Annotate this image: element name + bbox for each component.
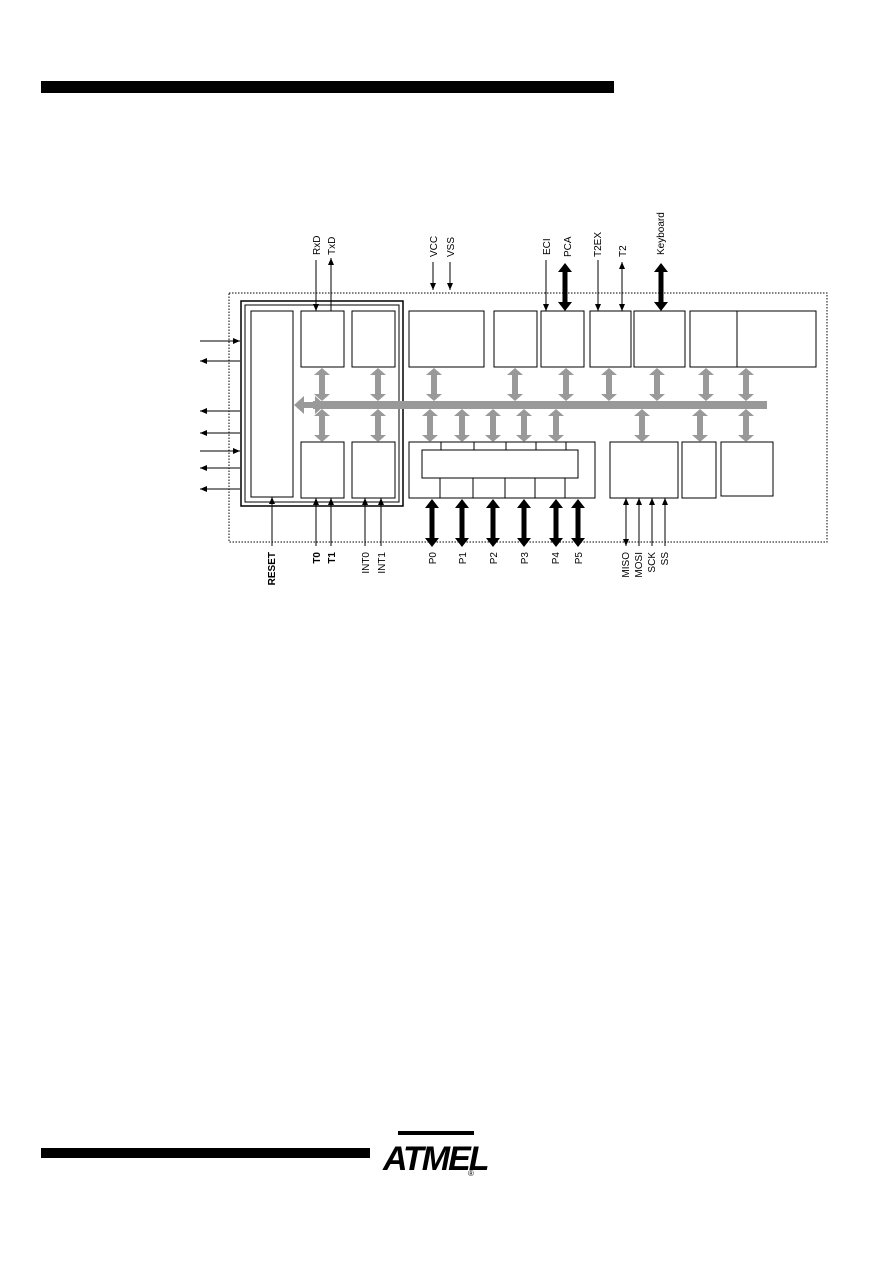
spi-block bbox=[609, 441, 679, 499]
label-vcc: VCC bbox=[429, 236, 440, 257]
label-t2: T2 bbox=[618, 245, 629, 257]
block-bottom-6 bbox=[681, 441, 717, 499]
thick-bus-arrow bbox=[654, 263, 668, 311]
label-p3: P3 bbox=[520, 552, 531, 565]
internal-bus bbox=[294, 396, 767, 414]
bus-connector bbox=[314, 368, 330, 401]
label-reset: RESET bbox=[267, 552, 278, 585]
bottom-signal-arrows bbox=[269, 497, 668, 546]
bus-connectors bbox=[314, 368, 754, 442]
bus-connector bbox=[548, 409, 564, 442]
label-p4: P4 bbox=[551, 552, 562, 565]
left-signal-arrows bbox=[200, 338, 240, 492]
timers-block bbox=[300, 441, 345, 499]
bus-connector bbox=[692, 409, 708, 442]
bottom-labels: RESET T0 T1 INT0 INT1 P0 P1 P2 P3 P4 P5 … bbox=[267, 552, 671, 586]
block-top-9 bbox=[736, 310, 817, 368]
block-bottom-7 bbox=[720, 441, 774, 497]
interrupt-block bbox=[351, 441, 396, 499]
header-rule bbox=[41, 81, 614, 93]
bus-connector bbox=[426, 368, 442, 401]
bus-connector bbox=[634, 409, 650, 442]
thick-bus-arrow bbox=[455, 499, 469, 547]
label-vss: VSS bbox=[446, 237, 457, 257]
bus-connector bbox=[422, 409, 438, 442]
bus-connector bbox=[649, 368, 665, 401]
label-rxd: RxD bbox=[312, 236, 323, 255]
atmel-logo-text: ATMEL bbox=[382, 1140, 488, 1178]
bus-connector bbox=[485, 409, 501, 442]
label-int0: INT0 bbox=[361, 552, 372, 574]
chip-outline bbox=[228, 292, 828, 543]
block-top-2 bbox=[351, 310, 396, 368]
bus-connector bbox=[370, 409, 386, 442]
label-p2: P2 bbox=[489, 552, 500, 565]
label-miso: MISO bbox=[621, 552, 632, 578]
bus-connector bbox=[558, 368, 574, 401]
ports-register bbox=[421, 449, 579, 479]
block-top-3 bbox=[408, 310, 485, 368]
label-keyboard: Keyboard bbox=[656, 212, 667, 255]
label-eci: ECI bbox=[542, 238, 553, 255]
label-p0: P0 bbox=[428, 552, 439, 565]
registered-mark: ® bbox=[468, 1169, 474, 1178]
bus-connector bbox=[738, 409, 754, 442]
bus-connector bbox=[738, 368, 754, 401]
bus-connector bbox=[454, 409, 470, 442]
bus-connector bbox=[601, 368, 617, 401]
label-t2ex: T2EX bbox=[593, 232, 604, 257]
thick-bus-arrow bbox=[486, 499, 500, 547]
bus-connector bbox=[314, 409, 330, 442]
cpu-block bbox=[250, 310, 294, 498]
bus-connector bbox=[507, 368, 523, 401]
uart-block bbox=[300, 310, 345, 368]
thick-bus-arrow bbox=[571, 499, 585, 547]
label-int1: INT1 bbox=[377, 552, 388, 574]
keyboard-block bbox=[633, 310, 686, 368]
atmel-logo: ATMEL ® bbox=[382, 1131, 490, 1178]
blocks bbox=[250, 310, 817, 499]
footer-rule bbox=[41, 1148, 370, 1158]
port-dividers bbox=[439, 442, 567, 498]
thick-bus-arrow bbox=[549, 499, 563, 547]
port-bus-arrows bbox=[425, 263, 668, 547]
bus-connector bbox=[516, 409, 532, 442]
label-p1: P1 bbox=[458, 552, 469, 565]
label-p5: P5 bbox=[574, 552, 585, 565]
top-labels: RxD TxD VCC VSS ECI PCA T2EX T2 Keyboard bbox=[312, 212, 667, 257]
bus-connector bbox=[370, 368, 386, 401]
label-sck: SCK bbox=[647, 552, 658, 573]
thick-bus-arrow bbox=[517, 499, 531, 547]
label-t0: T0 bbox=[312, 552, 323, 564]
pca-block bbox=[540, 310, 585, 368]
block-top-8 bbox=[689, 310, 738, 368]
block-top-4 bbox=[493, 310, 538, 368]
label-t1: T1 bbox=[327, 552, 338, 564]
label-mosi: MOSI bbox=[634, 552, 645, 578]
top-signal-arrows bbox=[313, 258, 625, 311]
label-txd: TxD bbox=[327, 237, 338, 255]
label-ss: SS bbox=[660, 552, 671, 566]
timer2-block bbox=[589, 310, 632, 368]
label-pca: PCA bbox=[563, 236, 574, 257]
thick-bus-arrow bbox=[558, 263, 572, 311]
thick-bus-arrow bbox=[425, 499, 439, 547]
bus-connector bbox=[698, 368, 714, 401]
